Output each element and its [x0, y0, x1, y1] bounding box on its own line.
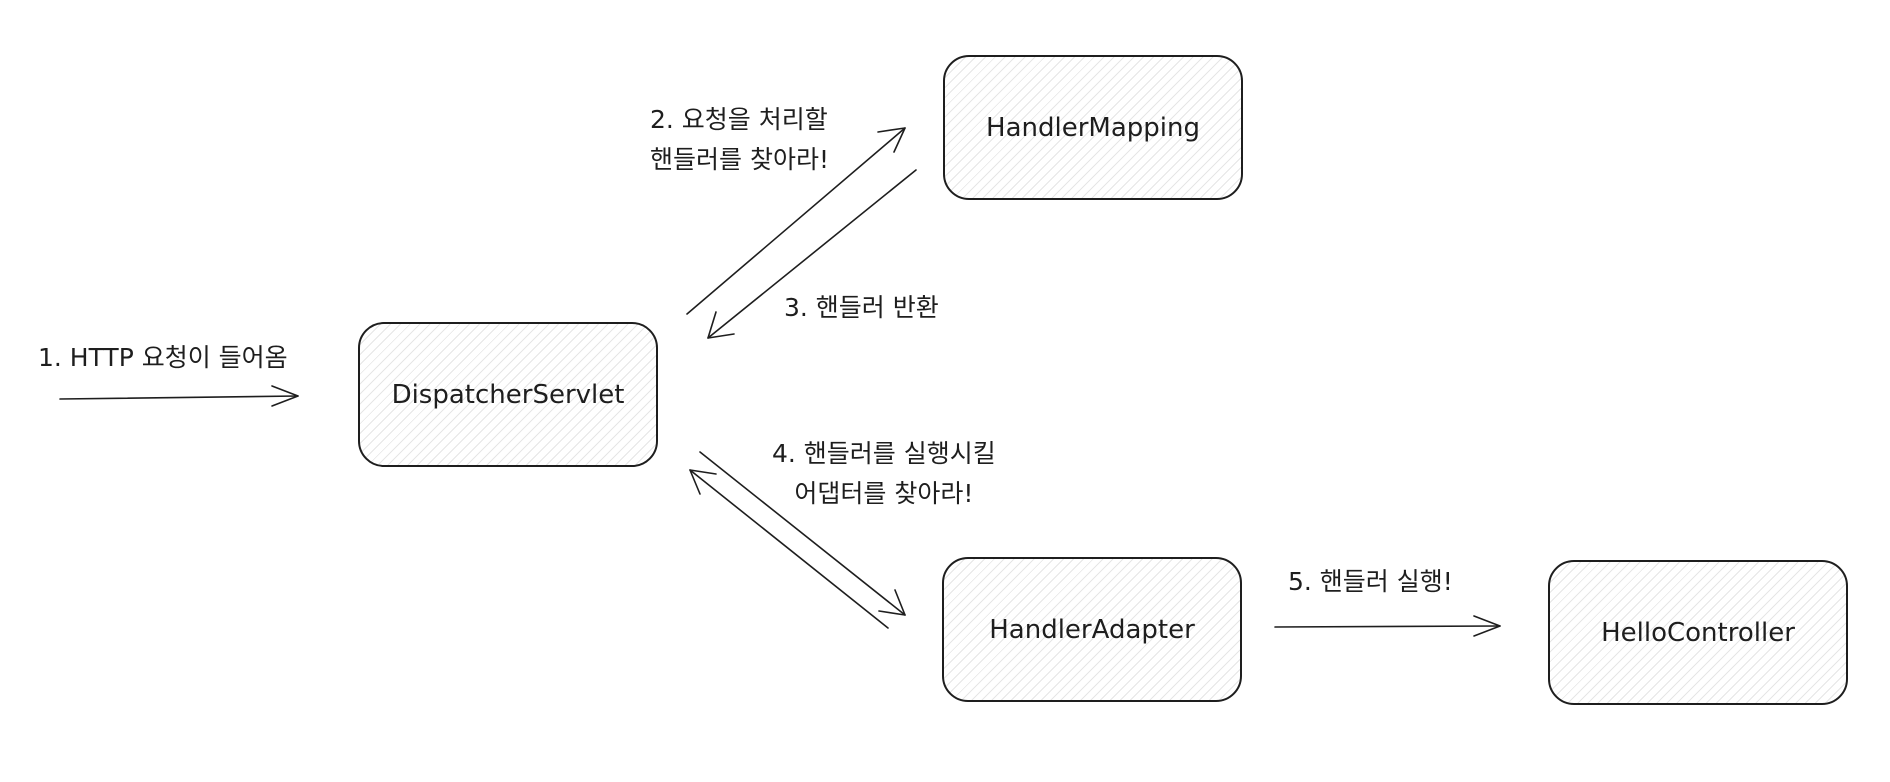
handler-mapping-label: HandlerMapping	[986, 112, 1200, 143]
step4-text-line1: 4. 핸들러를 실행시킬	[772, 439, 996, 468]
arrow-find-handler	[686, 127, 906, 315]
hello-controller-box: HelloController	[1548, 560, 1848, 705]
step1-label: 1. HTTP 요청이 들어옴	[38, 338, 288, 378]
dispatcher-servlet-box: DispatcherServlet	[358, 322, 658, 467]
step4-text-line2: 어댑터를 찾아라!	[794, 479, 974, 508]
step1-text: 1. HTTP 요청이 들어옴	[38, 343, 288, 372]
arrow-request-in	[59, 385, 299, 407]
step2-text-line1: 2. 요청을 처리할	[650, 105, 828, 134]
step3-text: 3. 핸들러 반환	[784, 293, 939, 322]
step5-text: 5. 핸들러 실행!	[1288, 567, 1453, 596]
step2-label: 2. 요청을 처리할 핸들러를 찾아라!	[650, 100, 829, 180]
step2-text-line2: 핸들러를 찾아라!	[650, 145, 829, 174]
step4-label: 4. 핸들러를 실행시킬 어댑터를 찾아라!	[772, 434, 996, 514]
handler-adapter-box: HandlerAdapter	[942, 557, 1242, 702]
hello-controller-label: HelloController	[1601, 617, 1795, 648]
arrow-adapter-return	[689, 469, 889, 629]
handler-mapping-box: HandlerMapping	[943, 55, 1243, 200]
arrow-return-handler	[707, 169, 917, 339]
step5-label: 5. 핸들러 실행!	[1288, 562, 1453, 602]
arrow-find-adapter	[699, 451, 906, 616]
dispatcher-servlet-label: DispatcherServlet	[391, 379, 625, 410]
arrow-execute-handler	[1274, 615, 1501, 637]
handler-adapter-label: HandlerAdapter	[989, 614, 1195, 645]
step3-label: 3. 핸들러 반환	[784, 288, 939, 328]
